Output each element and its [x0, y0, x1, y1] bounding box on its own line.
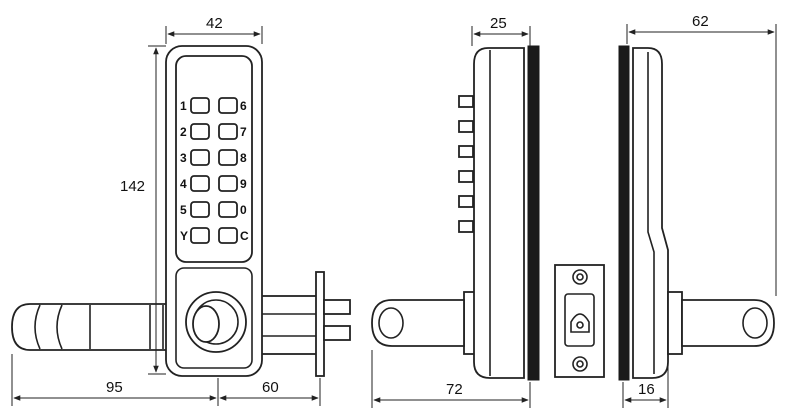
dimension-side-total: 72 [371, 350, 531, 408]
dimension-label-front-width: 42 [206, 15, 223, 32]
dimension-label-front-handle: 95 [106, 379, 123, 396]
key-left-2 [190, 123, 210, 140]
side-lever-handle [371, 291, 479, 355]
key-left-5 [190, 201, 210, 218]
front-spindle [259, 271, 351, 377]
key-left-3 [190, 149, 210, 166]
key-right-4 [218, 175, 238, 192]
dimension-label-back-depth: 16 [638, 381, 655, 398]
front-view: 1 2 3 4 5 Y 6 7 8 9 0 C 42 142 [11, 15, 351, 406]
back-lock-body [618, 45, 669, 381]
dimension-front-width: 42 [165, 15, 263, 44]
key-left-4 [190, 175, 210, 192]
dimension-label-front-height: 142 [120, 178, 145, 195]
side-view: 25 72 [371, 15, 540, 408]
front-lever-handle [11, 303, 179, 351]
key-label-left-3: 3 [180, 151, 187, 165]
dimension-label-front-spindle: 60 [262, 379, 279, 396]
key-left-6 [190, 227, 210, 244]
key-label-left-5: 5 [180, 203, 187, 217]
dimension-front-height: 142 [120, 45, 166, 375]
dimension-label-back-width: 62 [692, 13, 709, 30]
key-label-right-2: 7 [240, 125, 247, 139]
dimension-front-handle: 95 [11, 354, 219, 406]
key-right-2 [218, 123, 238, 140]
front-keypad: 1 2 3 4 5 Y 6 7 8 9 0 C [180, 97, 249, 244]
key-label-right-3: 8 [240, 151, 247, 165]
key-label-right-4: 9 [240, 177, 247, 191]
back-lever-handle [667, 291, 775, 355]
side-key-stubs [458, 95, 474, 233]
key-right-6 [218, 227, 238, 244]
key-right-1 [218, 97, 238, 114]
key-label-left-6: Y [180, 229, 188, 243]
key-label-left-1: 1 [180, 99, 187, 113]
dimension-side-depth: 25 [471, 15, 531, 46]
key-label-right-5: 0 [240, 203, 247, 217]
key-label-left-4: 4 [180, 177, 187, 191]
key-right-5 [218, 201, 238, 218]
key-label-left-2: 2 [180, 125, 187, 139]
dimension-front-spindle: 60 [219, 378, 321, 406]
key-label-right-6: C [240, 229, 249, 243]
back-view: 62 16 [618, 13, 777, 408]
strike-plate [554, 264, 605, 378]
dimension-back-width: 62 [626, 13, 777, 296]
key-right-3 [218, 149, 238, 166]
key-label-right-1: 6 [240, 99, 247, 113]
dimension-label-side-total: 72 [446, 381, 463, 398]
dimension-label-side-depth: 25 [490, 15, 507, 32]
dimension-back-depth: 16 [622, 366, 669, 408]
side-lock-body [473, 45, 540, 381]
key-left-1 [190, 97, 210, 114]
